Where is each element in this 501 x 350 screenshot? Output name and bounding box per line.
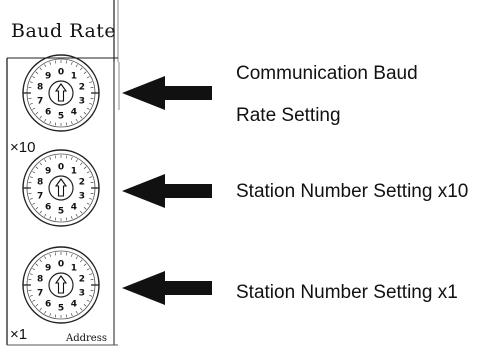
switch-digit: 0 <box>58 163 64 173</box>
switch-digit: 8 <box>37 275 43 285</box>
callout-station-x1: Station Number Setting x1 <box>236 282 458 303</box>
panel-footer-label: Address <box>66 333 107 344</box>
switch-digit: 5 <box>58 304 64 314</box>
switch-digit: 5 <box>58 112 64 122</box>
switch-digit: 4 <box>71 202 77 212</box>
switch-digit: 0 <box>58 68 64 78</box>
switch-digit: 3 <box>79 288 85 298</box>
multiplier-x10-label: ×10 <box>10 139 36 156</box>
switch-digit: 6 <box>45 202 51 212</box>
callout-station-x10: Station Number Setting x10 <box>236 181 469 202</box>
switch-digit: 8 <box>37 178 43 188</box>
switch-digit: 0 <box>58 260 64 270</box>
switch-digit: 9 <box>45 167 51 177</box>
left-arrow-icon <box>122 174 212 208</box>
switch-digit: 6 <box>45 107 51 117</box>
switch-digit: 6 <box>45 299 51 309</box>
switch-digit: 4 <box>71 299 77 309</box>
switch-pointer-icon <box>54 275 68 294</box>
switch-digit: 2 <box>79 275 85 285</box>
switch-digit: 8 <box>37 83 43 93</box>
switch-digit: 7 <box>37 288 43 298</box>
switch-digit: 9 <box>45 72 51 82</box>
switch-pointer-icon <box>54 83 68 102</box>
switch-digit: 2 <box>79 178 85 188</box>
callout-baud-rate-line2: Rate Setting <box>236 105 341 126</box>
arrows <box>122 76 212 305</box>
multiplier-x1-label: ×1 <box>10 326 28 343</box>
switch-pointer-icon <box>54 178 68 197</box>
switch-digit: 1 <box>71 264 77 274</box>
switch-digit: 1 <box>71 167 77 177</box>
switch-digit: 9 <box>45 264 51 274</box>
left-arrow-icon <box>122 271 212 305</box>
left-arrow-icon <box>122 76 212 110</box>
switch-digit: 3 <box>79 96 85 106</box>
switch-digit: 7 <box>37 96 43 106</box>
switch-digit: 2 <box>79 83 85 93</box>
switch-digit: 5 <box>58 207 64 217</box>
switch-digit: 7 <box>37 191 43 201</box>
switch-digit: 4 <box>71 107 77 117</box>
panel-header-label: Baud Rate <box>11 20 117 42</box>
callout-baud-rate-line1: Communication Baud <box>236 63 418 84</box>
switch-digit: 3 <box>79 191 85 201</box>
switch-digit: 1 <box>71 72 77 82</box>
